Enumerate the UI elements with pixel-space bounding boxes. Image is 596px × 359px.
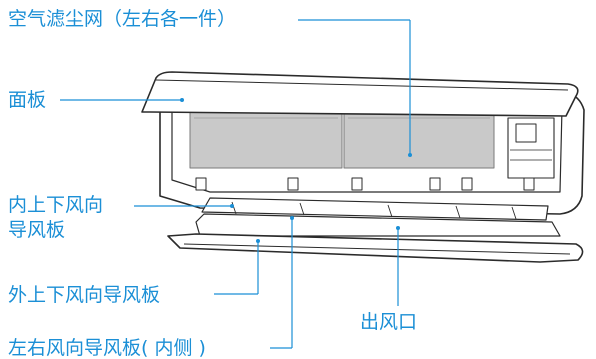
label-outer-deflector: 外上下风向导风板 [8, 284, 161, 306]
outer-deflector [167, 233, 584, 263]
label-inner-deflector-line1: 内上下风向 [8, 194, 104, 216]
inner-deflector [201, 197, 549, 221]
label-inner-deflector-line2: 导风板 [8, 219, 66, 241]
label-air-filter: 空气滤尘网（左右各一件） [8, 8, 237, 30]
label-side-louver: 左右风向导风板( 内侧 ) [8, 337, 206, 359]
filter-right [343, 111, 495, 169]
label-front-panel: 面板 [8, 89, 47, 111]
front-panel [141, 71, 579, 117]
label-air-outlet: 出风口 [360, 311, 418, 333]
filter-left [189, 111, 343, 169]
unit-cavity [171, 107, 563, 193]
